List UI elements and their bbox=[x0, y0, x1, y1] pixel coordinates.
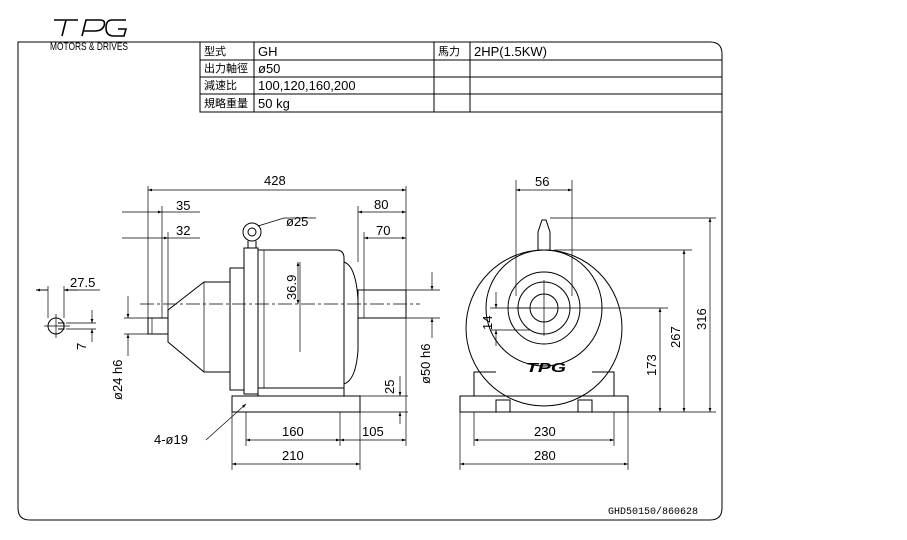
dim-56: 56 bbox=[535, 174, 549, 189]
spec-label-shaft: 出力軸徑 bbox=[204, 61, 248, 75]
dim-160: 160 bbox=[282, 424, 304, 439]
body-logo: TPG bbox=[526, 360, 566, 375]
dim-105: 105 bbox=[362, 424, 384, 439]
dim-base-height: 25 bbox=[382, 380, 397, 394]
spec-label-type: 型式 bbox=[204, 44, 226, 58]
dim-230: 230 bbox=[534, 424, 556, 439]
dim-32: 32 bbox=[176, 223, 190, 238]
drawing-code: GHD50150/860628 bbox=[608, 506, 698, 518]
dim-267: 267 bbox=[668, 326, 683, 348]
side-view: 428 35 32 ø25 80 70 36.9 ø24 h6 ø50 h6 bbox=[110, 173, 440, 470]
dim-overall-length: 428 bbox=[264, 173, 286, 188]
spec-table: 型式 GH 出力軸徑 ø50 減速比 100,120,160,200 規略重量 … bbox=[199, 42, 722, 113]
key-depth-label: 7 bbox=[74, 343, 89, 350]
dim-eye-bolt: ø25 bbox=[286, 214, 308, 229]
logo: MOTORS & DRIVES bbox=[50, 19, 128, 53]
dim-70: 70 bbox=[376, 223, 390, 238]
spec-value-shaft: ø50 bbox=[258, 61, 280, 76]
dim-14: 14 bbox=[480, 316, 495, 330]
spec-value-power: 2HP(1.5KW) bbox=[474, 44, 547, 59]
spec-label-weight: 規略重量 bbox=[204, 96, 248, 110]
dim-bolt-holes: 4-ø19 bbox=[154, 432, 188, 447]
dim-316: 316 bbox=[694, 308, 709, 330]
spec-value-ratio: 100,120,160,200 bbox=[258, 78, 356, 93]
dim-center-offset: 36.9 bbox=[284, 275, 299, 300]
dim-210: 210 bbox=[282, 448, 304, 463]
dim-output-shaft: ø50 h6 bbox=[418, 344, 433, 384]
spec-label-power: 馬力 bbox=[438, 45, 460, 58]
dim-35: 35 bbox=[176, 198, 190, 213]
sheet-border bbox=[17, 41, 723, 521]
spec-label-ratio: 減速比 bbox=[204, 78, 237, 92]
dim-80: 80 bbox=[374, 197, 388, 212]
logo-tagline: MOTORS & DRIVES bbox=[50, 41, 128, 53]
key-detail: 27.5 7 bbox=[36, 275, 100, 350]
dim-input-shaft: ø24 h6 bbox=[110, 360, 125, 400]
key-width-label: 27.5 bbox=[70, 275, 95, 290]
dim-280: 280 bbox=[534, 448, 556, 463]
spec-value-type: GH bbox=[258, 44, 278, 59]
spec-value-weight: 50 kg bbox=[258, 96, 290, 111]
dim-173: 173 bbox=[644, 354, 659, 376]
logo-mark bbox=[54, 19, 128, 37]
front-view: TPG 56 14 173 267 316 230 280 bbox=[459, 174, 716, 470]
